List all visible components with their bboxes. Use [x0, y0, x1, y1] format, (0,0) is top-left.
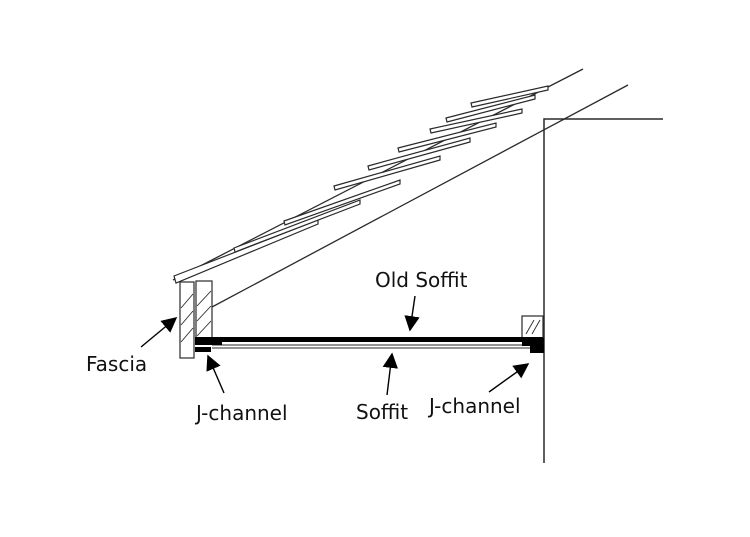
- label-j-channel-right: J-channel: [429, 394, 521, 418]
- fascia-board: [179, 281, 195, 359]
- wall-ledger-block: [521, 315, 544, 339]
- roof-shingles: [173, 85, 549, 284]
- arrow-old-soffit: [404, 295, 420, 332]
- house-wall: [543, 118, 663, 463]
- j-channel-left-shape: [195, 337, 222, 352]
- arrow-j-channel-right: [488, 363, 530, 393]
- j-channel-right-shape: [522, 338, 544, 353]
- new-soffit-panel: [212, 344, 530, 349]
- label-old-soffit: Old Soffit: [375, 268, 468, 292]
- label-j-channel-left: J-channel: [196, 401, 288, 425]
- arrow-soffit: [382, 352, 398, 396]
- label-soffit: Soffit: [356, 400, 409, 424]
- label-fascia: Fascia: [86, 352, 148, 376]
- sub-fascia: [195, 280, 213, 339]
- arrow-j-channel-left: [206, 354, 225, 394]
- arrow-fascia: [140, 317, 178, 348]
- old-soffit-panel: [212, 337, 543, 342]
